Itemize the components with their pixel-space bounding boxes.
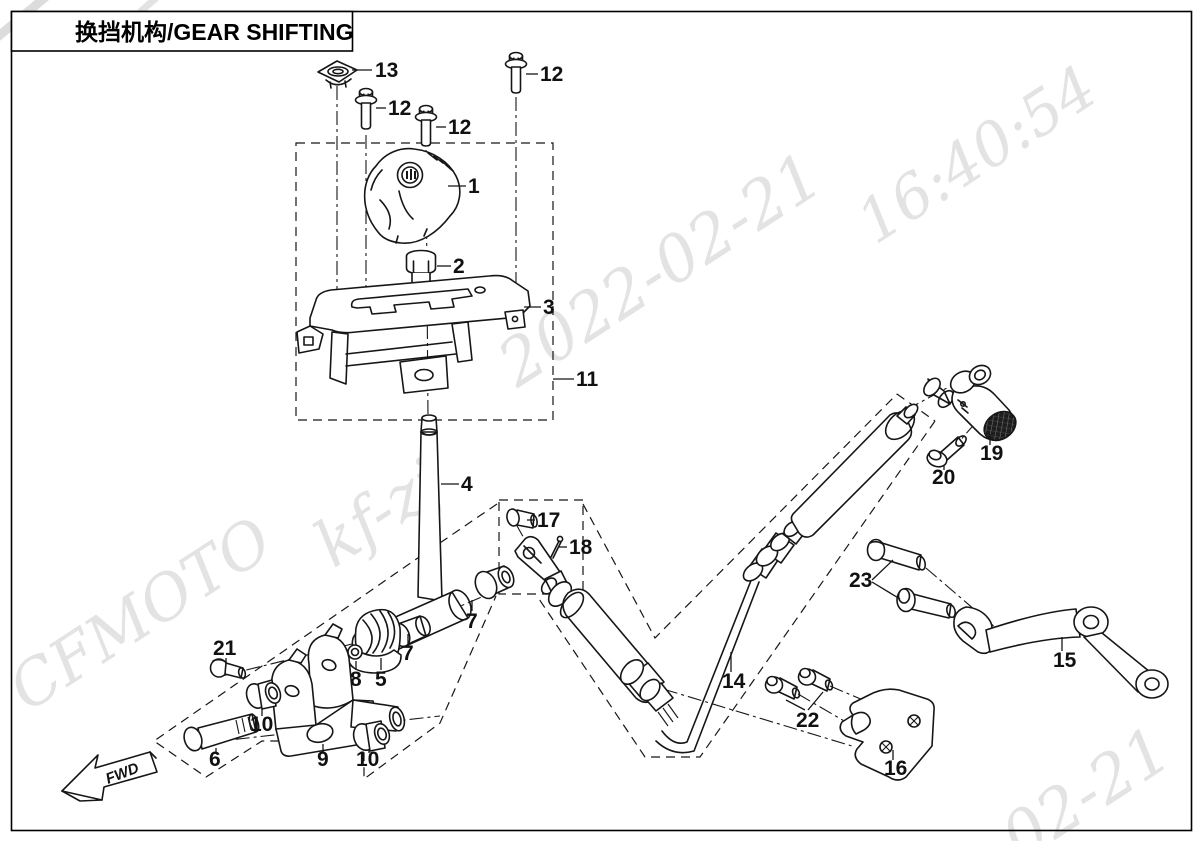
part-16-cable-bracket — [839, 688, 935, 781]
part-12-bolt — [354, 87, 378, 130]
part-18-cotter-pin — [550, 535, 564, 559]
part-number-8: 8 — [350, 668, 362, 691]
part-number-12: 12 — [388, 97, 411, 120]
part-number-7: 7 — [402, 642, 414, 665]
page-frame: 换挡机构/GEAR SHIFTING — [10, 10, 1193, 832]
part-number-10: 10 — [356, 748, 379, 771]
part-number-2: 2 — [453, 255, 465, 278]
part-13-clip-nut — [317, 60, 358, 89]
part-2-nut — [405, 249, 437, 289]
part-10-bushing — [352, 720, 391, 752]
part-21-bolt — [209, 658, 247, 679]
part-3-gate-cover — [296, 274, 531, 394]
part-22-bolt — [797, 667, 834, 692]
part-12-bolt — [414, 104, 438, 147]
part-4-shift-rod — [417, 414, 443, 602]
region-base-cluster — [152, 503, 498, 781]
watermark-fragment — [137, 0, 160, 15]
part-19-shift-arm — [949, 364, 1017, 442]
part-8-nut — [347, 644, 363, 660]
part-14-shift-cable — [514, 403, 919, 754]
region-pin-kit — [498, 499, 584, 595]
part-number-5: 5 — [375, 668, 387, 691]
part-5-spring — [347, 608, 402, 674]
part-number-15: 15 — [1053, 649, 1077, 672]
part-22-bolt — [764, 675, 801, 700]
page-title: 换挡机构/GEAR SHIFTING — [75, 19, 354, 45]
part-15-linkage-arm — [953, 606, 1169, 699]
part-number-11: 11 — [576, 368, 599, 391]
part-number-19: 19 — [980, 442, 1003, 465]
part-number-20: 20 — [932, 466, 955, 489]
part-number-7: 7 — [466, 610, 478, 633]
part-23-bolt — [866, 538, 927, 571]
part-number-22: 22 — [796, 709, 819, 732]
part-number-16: 16 — [884, 757, 907, 780]
part-7-bushing — [474, 565, 515, 600]
part-number-23: 23 — [849, 569, 872, 592]
part-number-6: 6 — [209, 748, 221, 771]
part-12-bolt — [504, 51, 528, 94]
callout-leader — [807, 691, 824, 711]
part-1-shift-knob — [363, 147, 461, 244]
part-number-9: 9 — [317, 748, 329, 771]
watermark-text: 02-21 — [989, 713, 1184, 841]
part-number-17: 17 — [537, 509, 560, 532]
part-number-10: 10 — [250, 713, 273, 736]
watermark-text: 16:40:54 — [845, 52, 1109, 257]
part-number-1: 1 — [468, 175, 480, 198]
part-17-clevis-pin — [506, 508, 538, 529]
part-number-14: 14 — [722, 670, 746, 693]
part-spacer — [923, 377, 955, 409]
part-number-4: 4 — [461, 473, 473, 496]
part-number-18: 18 — [569, 536, 593, 559]
part-number-12: 12 — [540, 63, 563, 86]
watermark-text: 2022-02-21 — [485, 139, 836, 403]
callout-leader — [871, 559, 894, 581]
part-number-21: 21 — [213, 637, 237, 660]
part-number-13: 13 — [375, 59, 398, 82]
fwd-arrow: FWD — [61, 751, 158, 802]
part-number-3: 3 — [543, 296, 555, 319]
part-10-bushing — [245, 679, 282, 710]
parts-artwork — [183, 51, 1169, 781]
part-20-bolt — [926, 435, 967, 468]
title-box — [10, 10, 354, 52]
callout-leader — [785, 699, 806, 711]
part-9-bracket — [270, 623, 406, 757]
callout-leader — [871, 581, 901, 600]
watermark-text: CFMOTO — [0, 502, 285, 725]
part-23-bolt — [896, 587, 957, 619]
part-6-bolt — [183, 713, 260, 752]
part-number-12: 12 — [448, 116, 471, 139]
